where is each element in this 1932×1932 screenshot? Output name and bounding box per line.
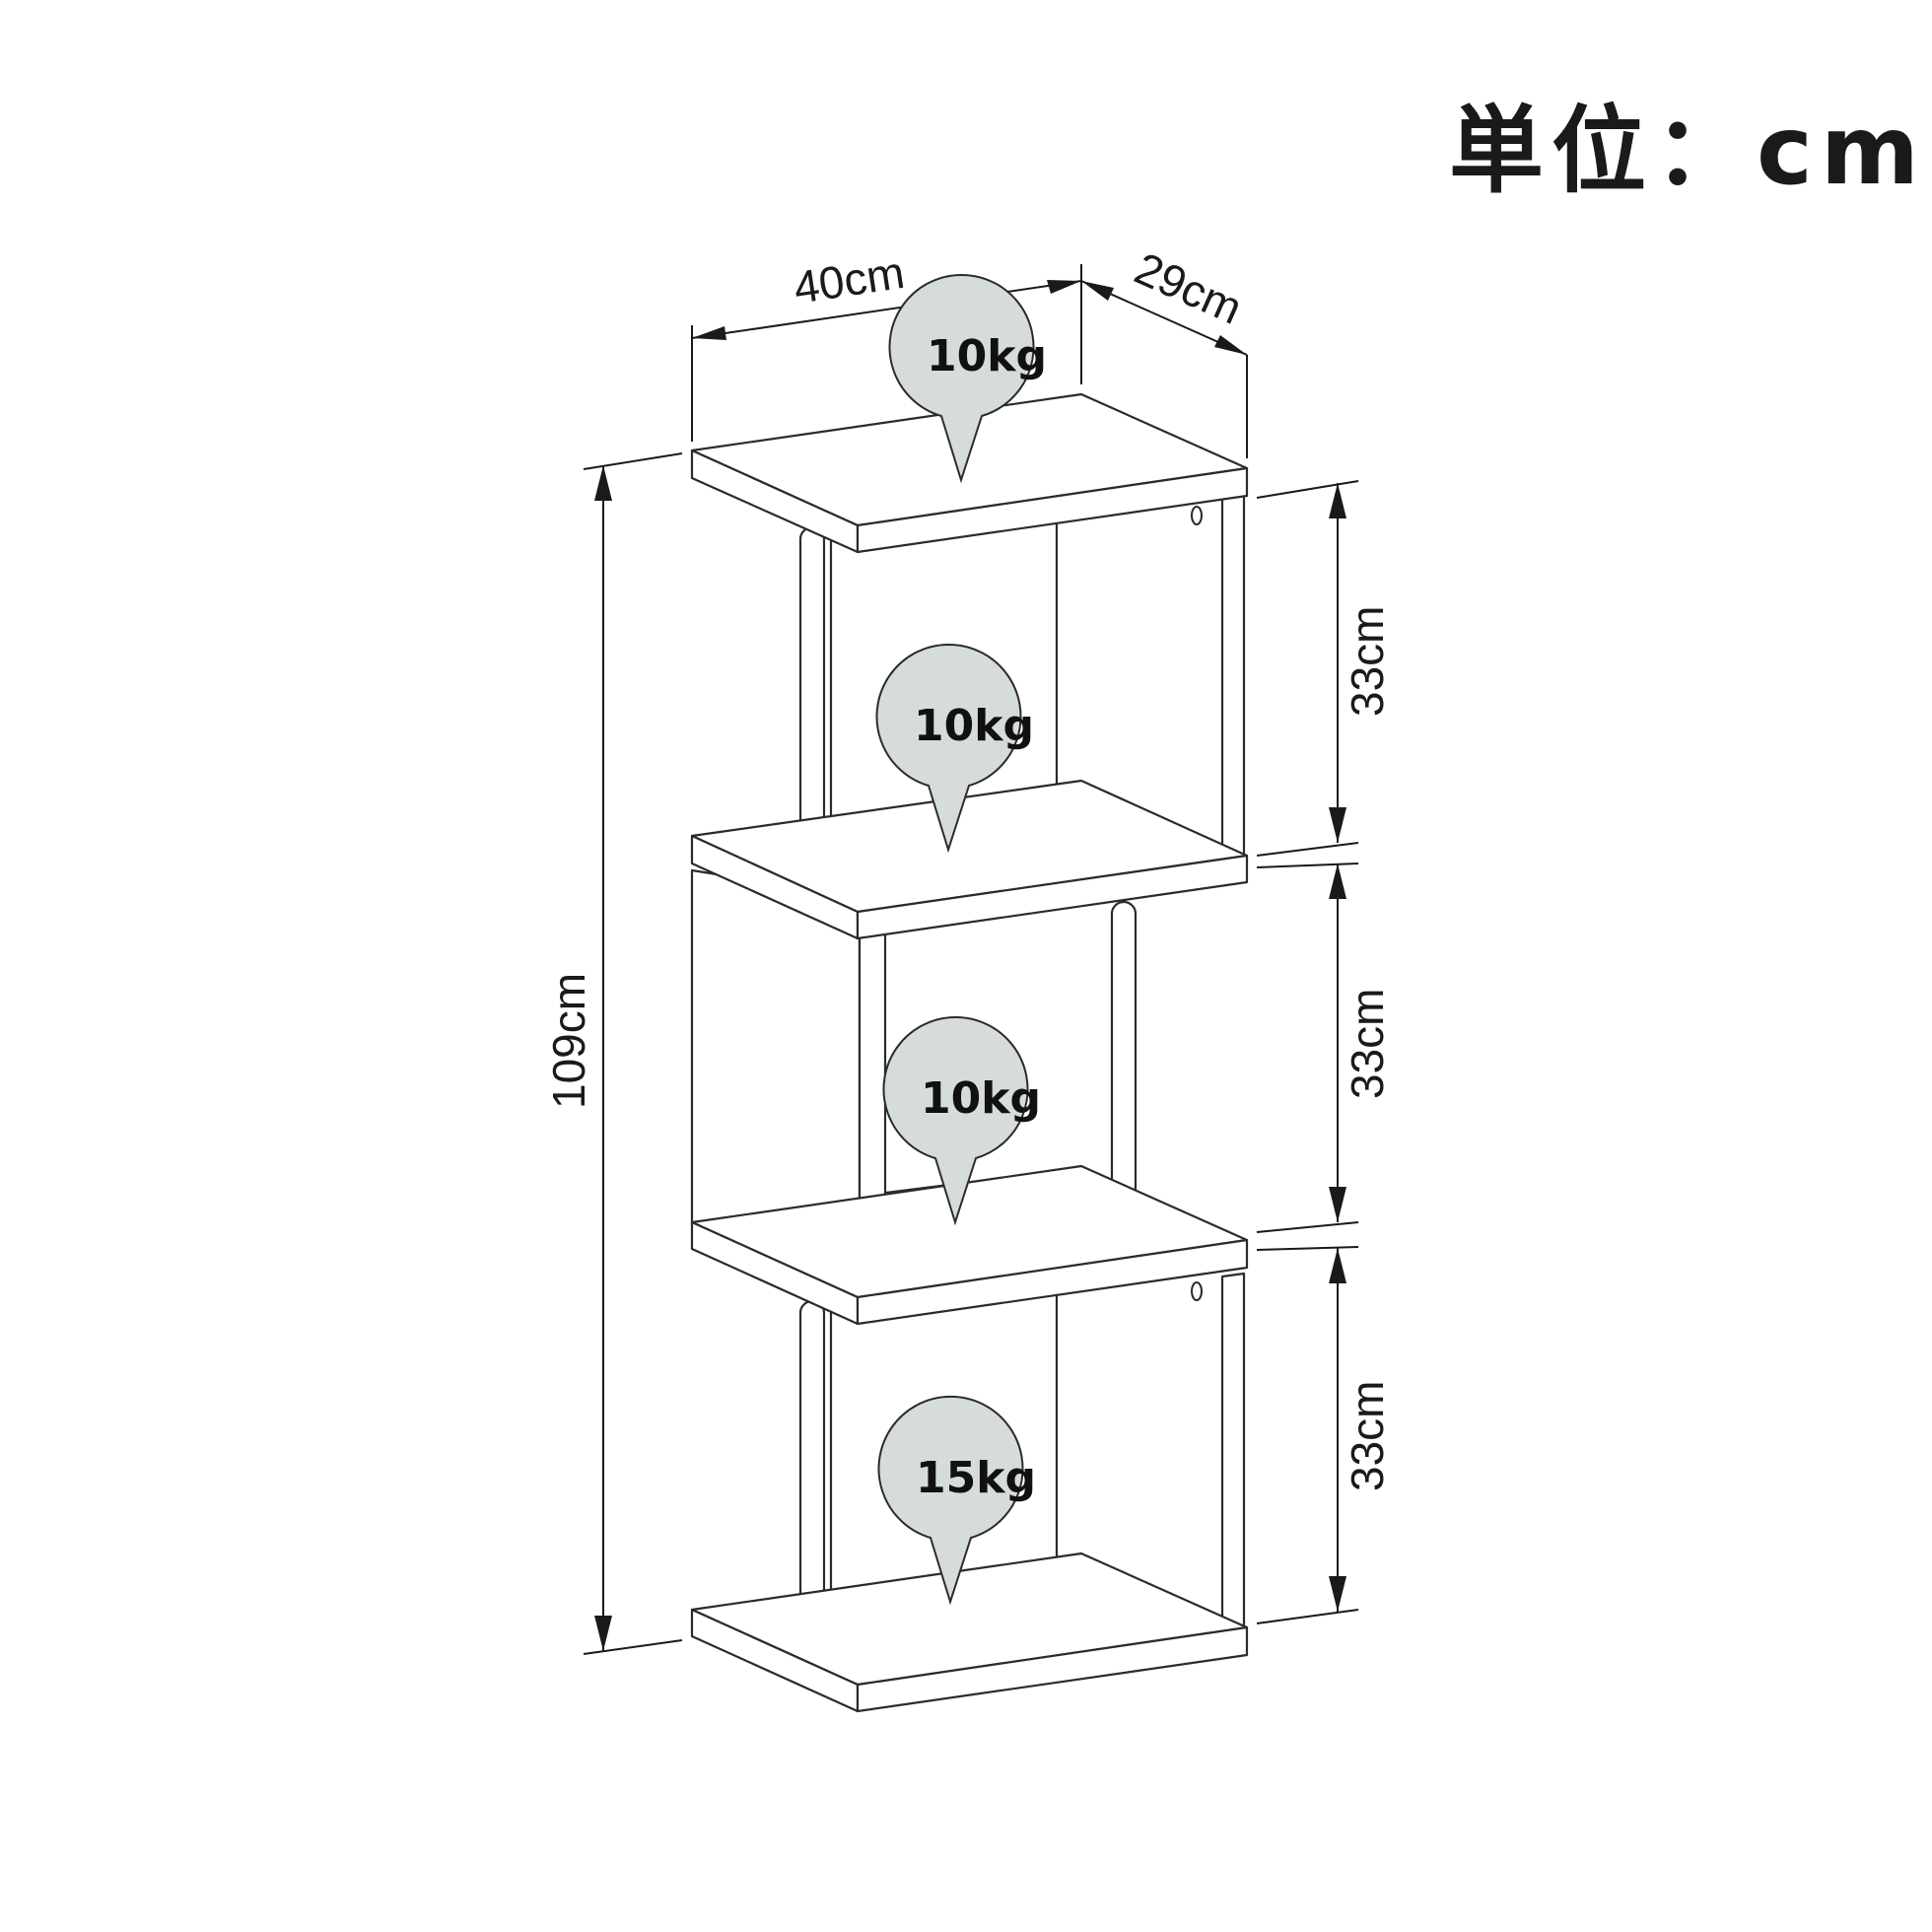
load-pin-shelf-3: 10kg bbox=[882, 1016, 1041, 1226]
shelf-board-4 bbox=[690, 1552, 1249, 1713]
load-pin-bottom-shelf: 15kg bbox=[877, 1396, 1036, 1606]
load-limit-pins: 10kg 10kg 10kg 15kg bbox=[875, 274, 1047, 1606]
unit-label: 単位：cm bbox=[1449, 96, 1927, 206]
shelf-board-1 bbox=[690, 392, 1249, 554]
load-pin-top-shelf: 10kg bbox=[888, 274, 1047, 484]
load-label-3: 10kg bbox=[921, 1073, 1041, 1124]
load-label-1: 10kg bbox=[927, 331, 1047, 381]
load-pin-shelf-2: 10kg bbox=[875, 644, 1034, 854]
width-label: 40cm bbox=[791, 246, 908, 313]
tier-1-height-label: 33cm bbox=[1342, 606, 1393, 717]
load-label-2: 10kg bbox=[914, 701, 1034, 751]
total-height-label: 109cm bbox=[543, 973, 594, 1109]
tier-3-height-label: 33cm bbox=[1342, 1381, 1393, 1491]
tier-2-height-label: 33cm bbox=[1342, 989, 1393, 1099]
depth-label: 29cm bbox=[1128, 242, 1250, 334]
total-height-dimension: 109cm bbox=[543, 452, 683, 1655]
load-label-4: 15kg bbox=[916, 1453, 1036, 1503]
tier-height-dimensions: 33cm 33cm 33cm bbox=[1256, 480, 1393, 1624]
